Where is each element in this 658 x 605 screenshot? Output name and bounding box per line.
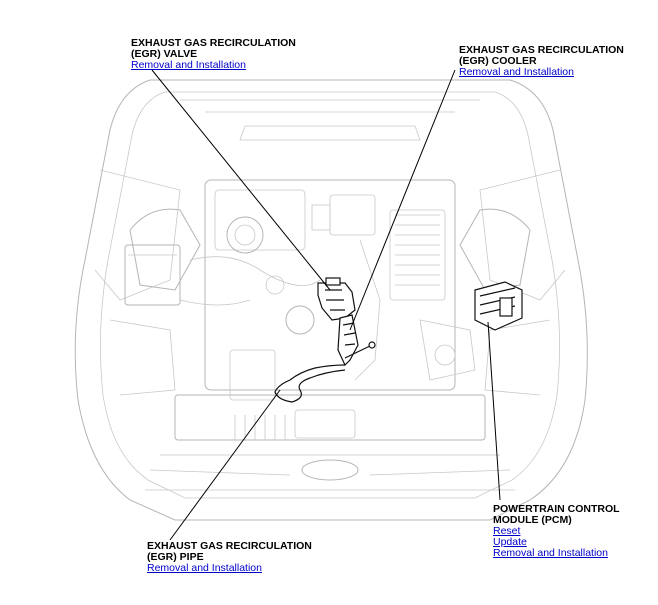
egr-cooler-title-line1: EXHAUST GAS RECIRCULATION <box>459 44 624 56</box>
pcm-callout: POWERTRAIN CONTROL MODULE (PCM) Reset Up… <box>493 504 620 559</box>
egr-valve-removal-link[interactable]: Removal and Installation <box>131 59 246 71</box>
egr-cooler-leader <box>349 69 456 331</box>
egr-valve-part <box>317 277 356 321</box>
egr-pipe-part <box>274 341 376 403</box>
pcm-update-link[interactable]: Update <box>493 536 527 548</box>
egr-pipe-removal-link[interactable]: Removal and Installation <box>147 562 262 574</box>
fender-area <box>94 169 566 396</box>
egr-pipe-title-line2: (EGR) PIPE <box>147 551 204 563</box>
pcm-title-line2: MODULE (PCM) <box>493 514 572 526</box>
egr-valve-title-line2: (EGR) VALVE <box>131 48 198 60</box>
egr-valve-title-line1: EXHAUST GAS RECIRCULATION <box>131 37 296 49</box>
egr-pipe-title-line1: EXHAUST GAS RECIRCULATION <box>147 540 312 552</box>
engine-block <box>179 179 476 391</box>
radiator-support <box>145 349 515 491</box>
egr-cooler-removal-link[interactable]: Removal and Installation <box>459 66 574 78</box>
hood-outline <box>74 79 588 521</box>
egr-pipe-leader <box>169 389 281 541</box>
egr-cooler-callout: EXHAUST GAS RECIRCULATION (EGR) COOLER R… <box>459 45 624 78</box>
pcm-title-line1: POWERTRAIN CONTROL <box>493 503 620 515</box>
pcm-removal-link[interactable]: Removal and Installation <box>493 547 608 559</box>
battery-area <box>124 244 181 306</box>
pcm-part <box>474 281 523 331</box>
egr-valve-callout: EXHAUST GAS RECIRCULATION (EGR) VALVE Re… <box>131 38 296 71</box>
egr-valve-leader <box>151 69 331 291</box>
egr-cooler-part <box>337 314 359 367</box>
pcm-reset-link[interactable]: Reset <box>493 525 521 537</box>
pcm-leader <box>487 321 501 501</box>
egr-pipe-callout: EXHAUST GAS RECIRCULATION (EGR) PIPE Rem… <box>147 541 312 574</box>
egr-cooler-title-line2: (EGR) COOLER <box>459 55 537 67</box>
